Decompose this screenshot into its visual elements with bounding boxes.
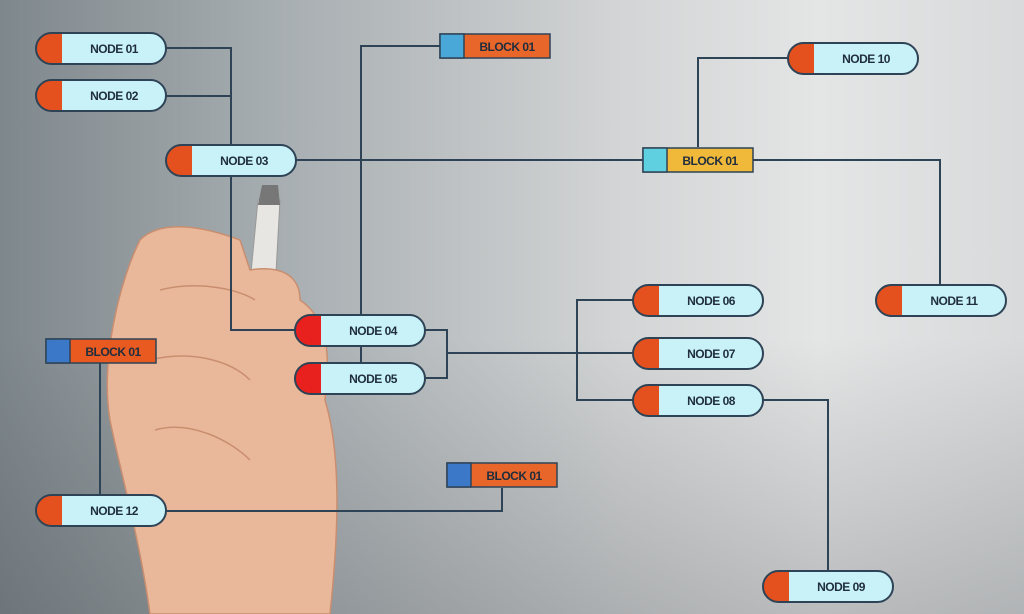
node-label: NODE 10	[842, 52, 891, 66]
node-10: NODE 10	[787, 42, 919, 75]
diagram-shapes: NODE 01 NODE 02 NODE 03 NODE 04 NODE 05 NODE …	[35, 32, 1007, 603]
block-bottom: BLOCK 01	[446, 462, 558, 488]
connector	[763, 399, 829, 571]
connectors	[99, 45, 941, 571]
connector	[165, 47, 296, 331]
block-left: BLOCK 01	[45, 338, 157, 364]
node-label: NODE 07	[687, 347, 736, 361]
node-07: NODE 07	[632, 337, 764, 370]
block-center: BLOCK 01	[642, 147, 754, 173]
hand	[106, 226, 338, 614]
node-09: NODE 09	[762, 570, 894, 603]
connector	[165, 488, 503, 512]
block-top: BLOCK 01	[439, 33, 551, 59]
node-label: NODE 09	[817, 580, 866, 594]
node-label: NODE 06	[687, 294, 736, 308]
node-03: NODE 03	[165, 144, 297, 177]
finger-creases	[149, 285, 256, 461]
block-label: BLOCK 01	[486, 469, 542, 483]
block-label: BLOCK 01	[85, 345, 141, 359]
node-label: NODE 04	[349, 324, 398, 338]
node-05: NODE 05	[294, 362, 426, 395]
node-06: NODE 06	[632, 284, 764, 317]
node-label: NODE 11	[930, 294, 978, 308]
block-label: BLOCK 01	[682, 154, 738, 168]
hand-with-pen	[106, 185, 338, 614]
node-04: NODE 04	[294, 314, 426, 347]
node-02: NODE 02	[35, 79, 167, 112]
node-label: NODE 03	[220, 154, 269, 168]
node-label: NODE 08	[687, 394, 736, 408]
connector	[753, 159, 941, 285]
connector	[360, 45, 440, 380]
connector	[576, 299, 633, 401]
node-01: NODE 01	[35, 32, 167, 65]
node-11: NODE 11	[875, 284, 1007, 317]
block-label: BLOCK 01	[479, 40, 535, 54]
node-08: NODE 08	[632, 384, 764, 417]
node-label: NODE 05	[349, 372, 398, 386]
pen-tip	[258, 185, 280, 205]
connector	[697, 57, 788, 147]
node-12: NODE 12	[35, 494, 167, 527]
node-label: NODE 02	[90, 89, 139, 103]
node-label: NODE 12	[90, 504, 139, 518]
connector	[425, 329, 633, 379]
node-label: NODE 01	[90, 42, 139, 56]
